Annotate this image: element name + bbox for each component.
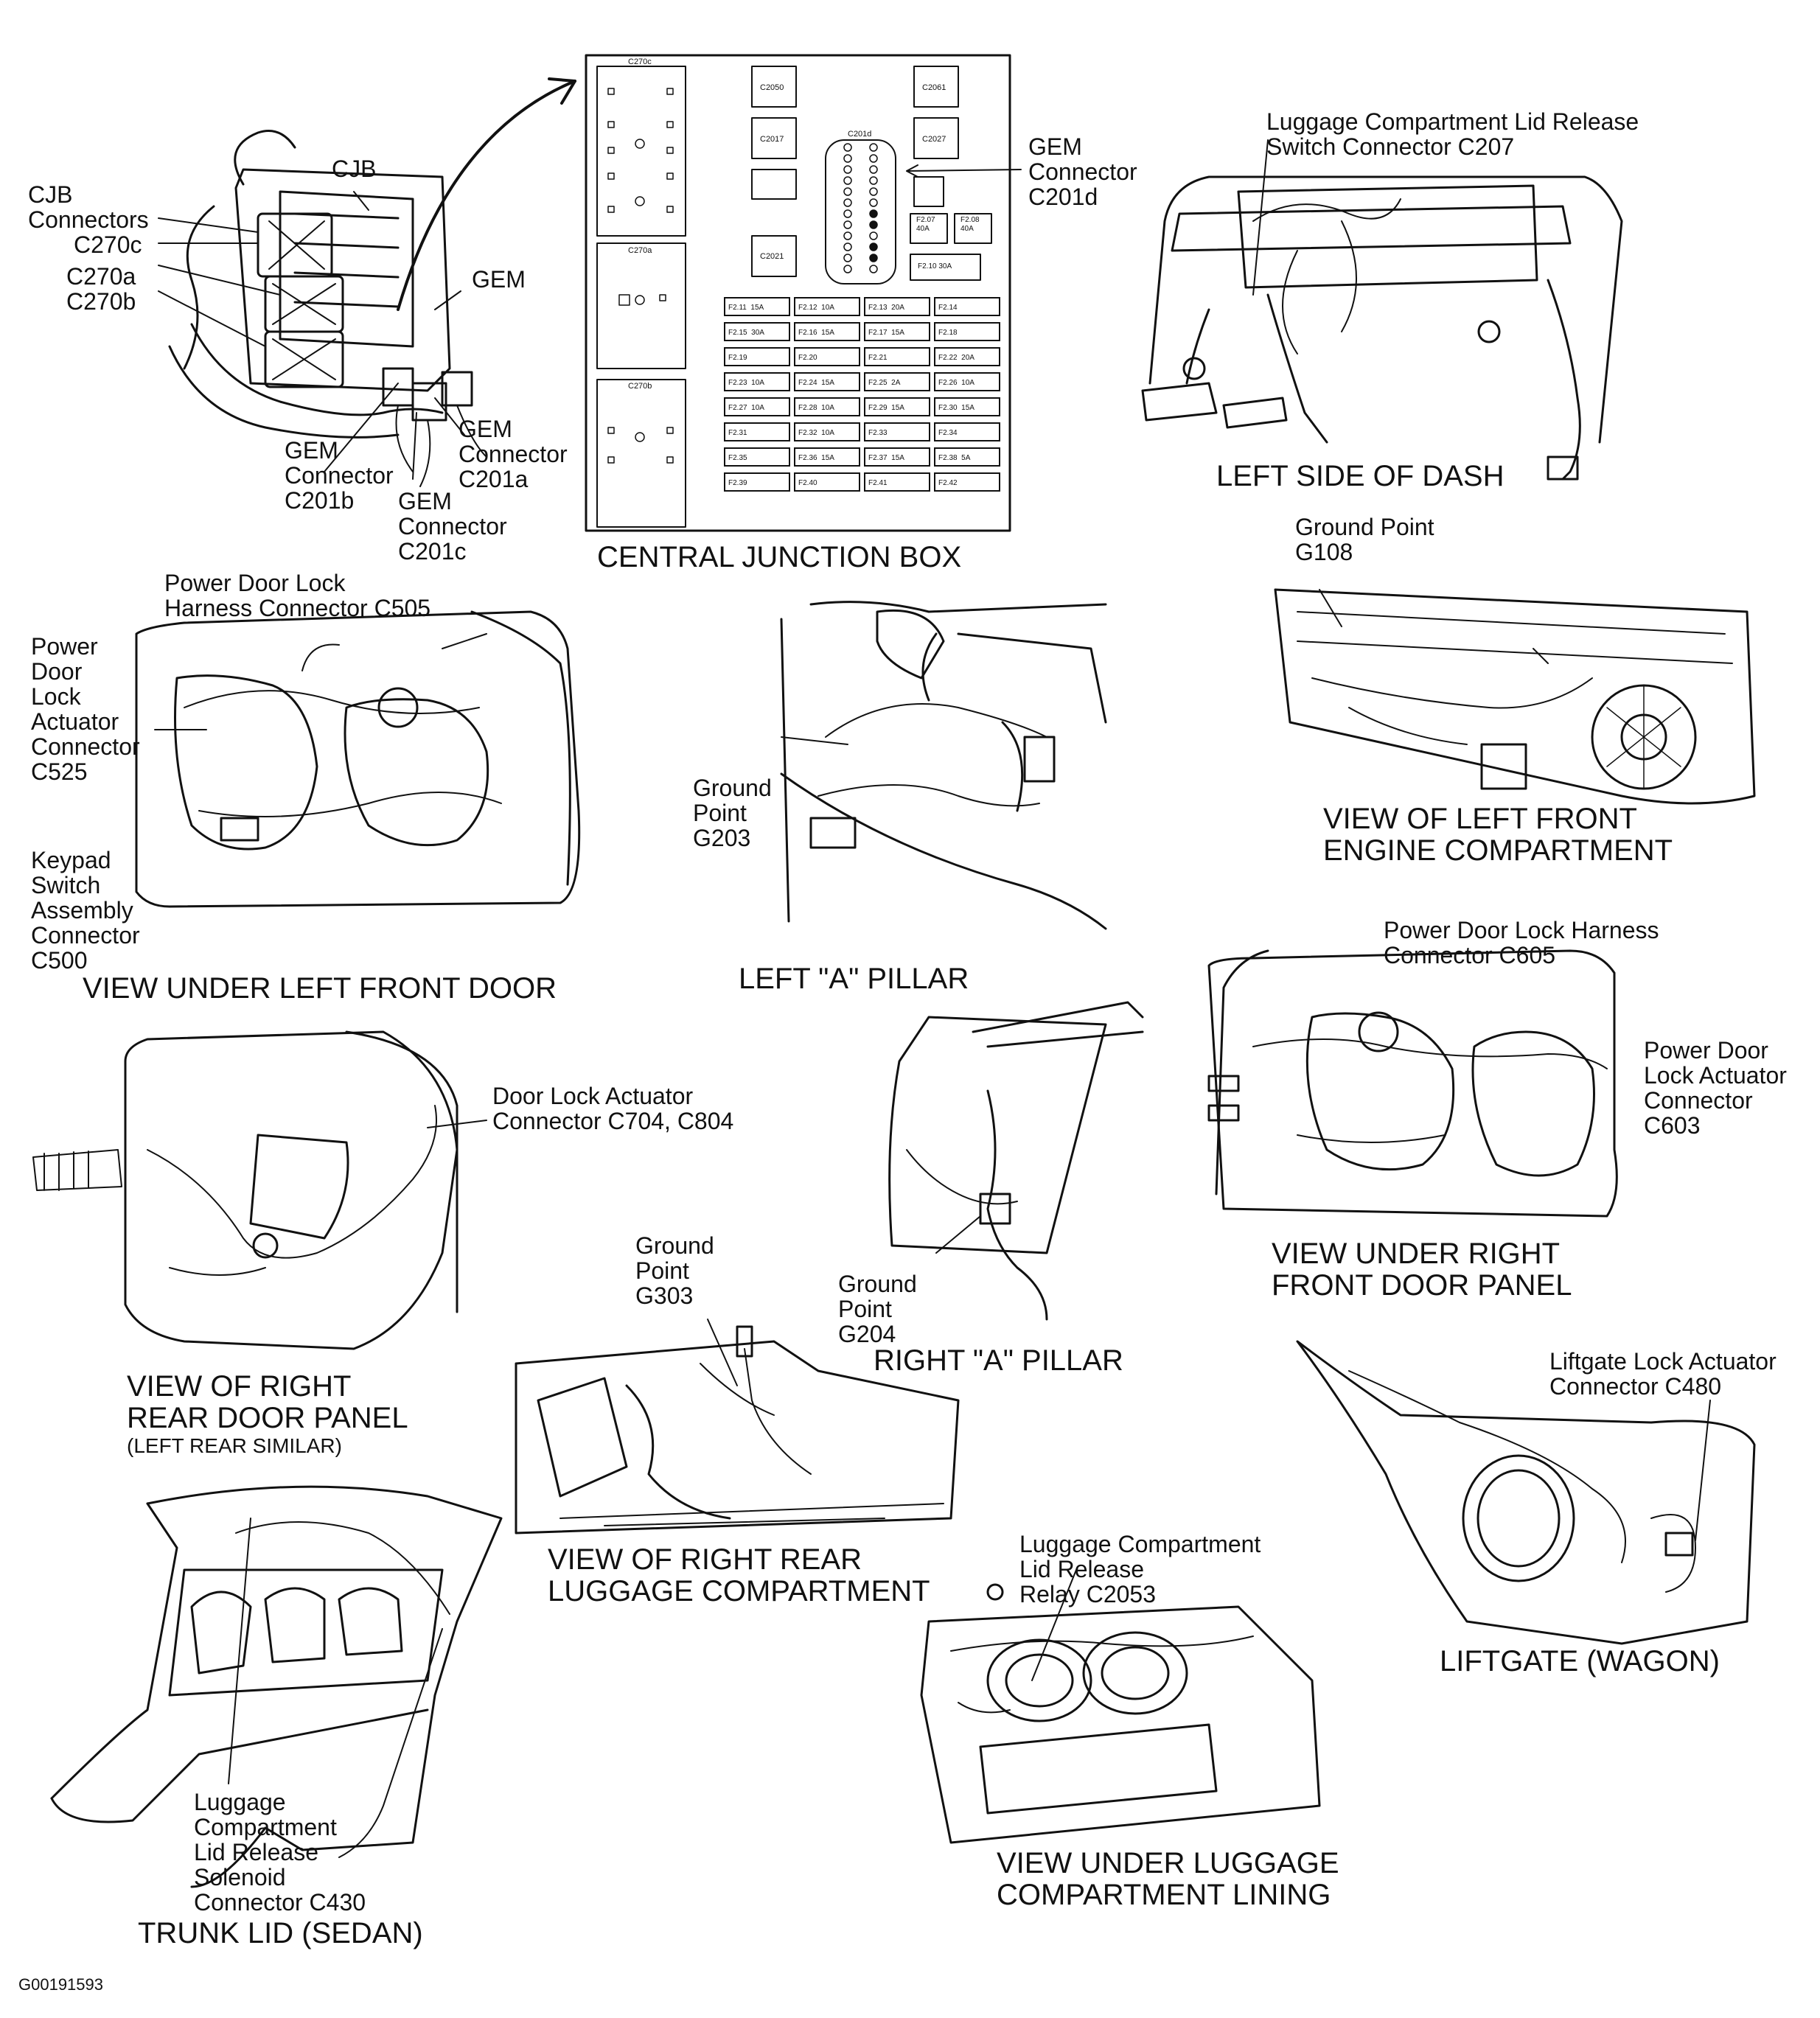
fuse-cell: F2.11 15A xyxy=(724,297,790,316)
rr-actuator-label: Door Lock Actuator Connector C704, C804 xyxy=(492,1083,734,1134)
fuse-cell: F2.26 10A xyxy=(934,372,1000,391)
right-a-pillar-caption: RIGHT "A" PILLAR xyxy=(874,1344,1123,1377)
left-engine-drawing xyxy=(1274,588,1756,805)
fuse-cell: F2.14 xyxy=(934,297,1000,316)
lid-release-solenoid-label: Luggage Compartment Lid Release Solenoid… xyxy=(194,1789,366,1916)
fuse-cell: F2.30 15A xyxy=(934,397,1000,416)
fuse-cell: F2.24 15A xyxy=(794,372,860,391)
left-dash-caption: LEFT SIDE OF DASH xyxy=(1216,460,1505,492)
fuse-cell: F2.33 xyxy=(864,422,930,441)
left-dash-drawing xyxy=(1141,139,1623,481)
cjb-label: CJB xyxy=(332,156,377,182)
liftgate-actuator-label: Liftgate Lock Actuator Connector C480 xyxy=(1549,1348,1777,1400)
fuse-cell: F2.28 10A xyxy=(794,397,860,416)
fuse-cell: F2.12 10A xyxy=(794,297,860,316)
right-front-door-caption: VIEW UNDER RIGHT FRONT DOOR PANEL xyxy=(1272,1237,1572,1302)
lid-release-relay-label: Luggage Compartment Lid Release Relay C2… xyxy=(1019,1531,1261,1607)
fuse-cell: F2.35 xyxy=(724,447,790,467)
left-front-door-caption: VIEW UNDER LEFT FRONT DOOR xyxy=(83,972,557,1005)
relay-c2027: C2027 xyxy=(922,135,946,144)
relay-c2061: C2061 xyxy=(922,83,946,92)
lf-actuator-label: Power Door Lock Actuator Connector C525 xyxy=(31,633,140,785)
fuse-cell: F2.42 xyxy=(934,472,1000,492)
fuse-cell: F2.36 15A xyxy=(794,447,860,467)
right-rear-door-drawing xyxy=(32,1030,487,1350)
central-junction-box-drawing xyxy=(585,54,1022,532)
maxi-fuse-f208: F2.08 40A xyxy=(960,216,980,233)
fuse-cell: F2.38 5A xyxy=(934,447,1000,467)
liftgate-drawing xyxy=(1296,1340,1756,1645)
maxi-fuse-f210: F2.10 30A xyxy=(918,262,952,270)
fuse-cell: F2.40 xyxy=(794,472,860,492)
gem-c201d-label: GEM Connector C201d xyxy=(1028,133,1137,210)
c270a-label: C270a xyxy=(66,263,136,290)
luggage-lining-drawing xyxy=(920,1569,1321,1844)
liftgate-caption: LIFTGATE (WAGON) xyxy=(1440,1645,1720,1677)
g108-label: Ground Point G108 xyxy=(1295,514,1434,565)
right-front-door-drawing xyxy=(1207,949,1618,1218)
left-front-door-drawing xyxy=(135,610,581,908)
fuse-cell: F2.37 15A xyxy=(864,447,930,467)
fuse-cell: F2.29 15A xyxy=(864,397,930,416)
right-rear-door-subcaption: (LEFT REAR SIMILAR) xyxy=(127,1434,342,1457)
maxi-fuse-f207: F2.07 40A xyxy=(916,216,935,233)
box-c270a-label: C270a xyxy=(628,246,652,255)
box-c270b-label: C270b xyxy=(628,382,652,391)
right-rear-door-caption: VIEW OF RIGHT REAR DOOR PANEL xyxy=(127,1370,408,1434)
gem-c201c-label: GEM Connector C201c xyxy=(398,488,507,565)
fuse-cell: F2.32 10A xyxy=(794,422,860,441)
lid-release-switch-label: Luggage Compartment Lid Release Switch C… xyxy=(1266,108,1639,160)
c270b-label: C270b xyxy=(66,288,136,315)
fuse-cell: F2.39 xyxy=(724,472,790,492)
fuse-cell: F2.20 xyxy=(794,347,860,366)
rf-actuator-label: Power Door Lock Actuator Connector C603 xyxy=(1644,1037,1787,1139)
rf-harness-label: Power Door Lock Harness Connector C605 xyxy=(1384,917,1659,968)
relay-c2021: C2021 xyxy=(760,252,784,261)
luggage-lining-caption: VIEW UNDER LUGGAGE COMPARTMENT LINING xyxy=(997,1847,1339,1911)
trunk-lid-drawing xyxy=(50,1485,503,1888)
left-a-pillar-drawing xyxy=(780,601,1107,930)
g303-label: Ground Point G303 xyxy=(635,1232,714,1309)
central-junction-box-caption: CENTRAL JUNCTION BOX xyxy=(597,541,962,573)
fuse-cell: F2.25 2A xyxy=(864,372,930,391)
fuse-cell: F2.27 10A xyxy=(724,397,790,416)
figure-id: G00191593 xyxy=(18,1975,103,1994)
c270c-label: C270c xyxy=(74,231,142,258)
left-a-pillar-caption: LEFT "A" PILLAR xyxy=(739,963,969,995)
lf-keypad-label: Keypad Switch Assembly Connector C500 xyxy=(31,847,140,974)
box-c270c-label: C270c xyxy=(628,57,652,66)
g204-label: Ground Point G204 xyxy=(838,1271,917,1347)
right-rear-luggage-caption: VIEW OF RIGHT REAR LUGGAGE COMPARTMENT xyxy=(548,1543,930,1607)
gem-c201b-label: GEM Connector C201b xyxy=(285,437,394,514)
lf-harness-label: Power Door Lock Harness Connector C505 xyxy=(164,570,431,621)
fuse-cell: F2.16 15A xyxy=(794,322,860,341)
g203-label: Ground Point G203 xyxy=(693,775,772,851)
fuse-cell: F2.23 10A xyxy=(724,372,790,391)
fuse-cell: F2.41 xyxy=(864,472,930,492)
fuse-cell: F2.21 xyxy=(864,347,930,366)
gem-c201a-label: GEM Connector C201a xyxy=(459,416,568,492)
fuse-cell: F2.15 30A xyxy=(724,322,790,341)
relay-c2050: C2050 xyxy=(760,83,784,92)
fuse-cell: F2.18 xyxy=(934,322,1000,341)
cjb-gem-drawing xyxy=(158,77,576,487)
cjb-connectors-label: CJB Connectors xyxy=(28,181,149,233)
fuse-cell: F2.31 xyxy=(724,422,790,441)
relay-c2017: C2017 xyxy=(760,135,784,144)
fuse-cell: F2.34 xyxy=(934,422,1000,441)
gem-label: GEM xyxy=(472,266,526,293)
trunk-lid-caption: TRUNK LID (SEDAN) xyxy=(138,1917,423,1949)
fuse-cell: F2.22 20A xyxy=(934,347,1000,366)
right-a-pillar-drawing xyxy=(888,1001,1144,1321)
fuse-cell: F2.13 20A xyxy=(864,297,930,316)
fuse-cell: F2.17 15A xyxy=(864,322,930,341)
fuse-cell: F2.19 xyxy=(724,347,790,366)
right-rear-luggage-drawing xyxy=(515,1319,960,1535)
left-engine-caption: VIEW OF LEFT FRONT ENGINE COMPARTMENT xyxy=(1323,803,1673,867)
box-c201d-label: C201d xyxy=(848,130,872,139)
